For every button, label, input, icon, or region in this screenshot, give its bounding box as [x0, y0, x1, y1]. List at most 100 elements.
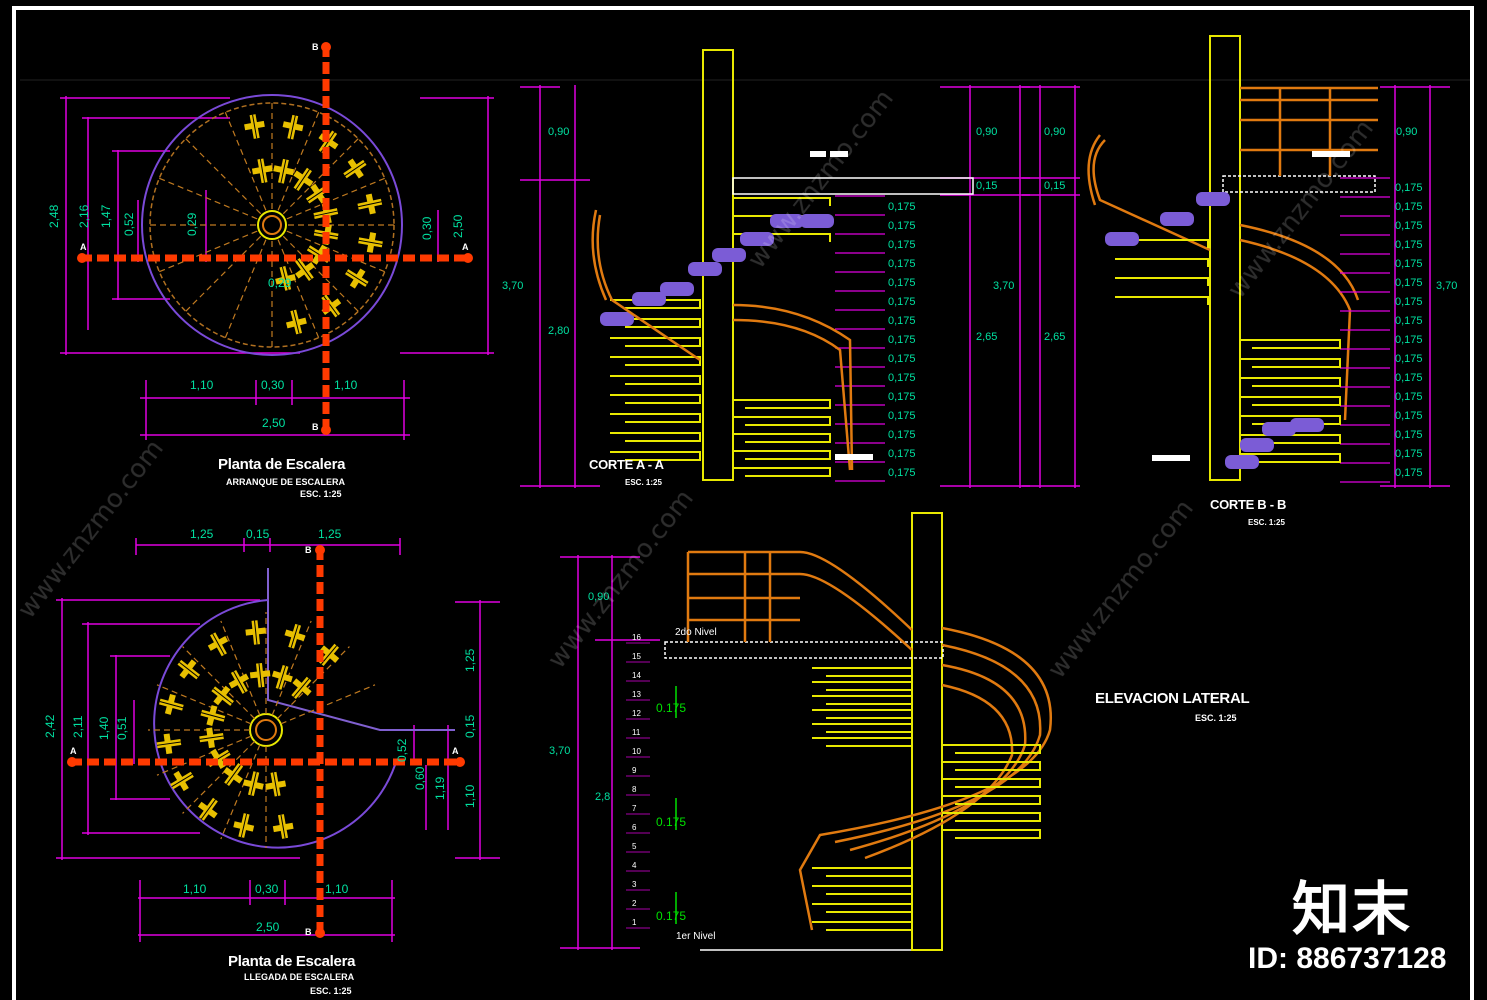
step-number: 4: [632, 861, 637, 870]
stair-spoke: [276, 646, 350, 720]
stair-spoke: [282, 235, 359, 312]
riser-dim: 0,175: [1395, 220, 1423, 232]
stair-step: [733, 467, 831, 477]
riser-dim: 0,175: [888, 410, 916, 422]
riser-label-2: 0.175: [656, 815, 686, 829]
axis-label-a-right: A: [462, 242, 469, 252]
stair-tread: [1105, 232, 1139, 246]
stair-spoke: [286, 177, 385, 220]
baluster-cross: [251, 158, 273, 184]
dim-1-10-r: 1,10: [463, 784, 477, 808]
baluster-cross: [358, 232, 383, 253]
axis-label-a-left: A: [80, 242, 87, 252]
plan-bottom-drawing: 1,25 0,15 1,25 2,42 2,11 1,40 0,51 0,52 …: [43, 527, 500, 942]
dim-bottom-0-30: 0,30: [261, 378, 285, 392]
watermark-text-1: www.znzmo.com: [542, 484, 700, 674]
dim-0-51: 0,51: [115, 716, 129, 740]
section-a-drawing: 0,90 2,80 3,70 0,90 0,15 3,70 2,65 0,175…: [502, 49, 1030, 488]
plan-top-drawing: 2,48 2,16 1,47 0,52 0,29 0,30 2,50 0,29 …: [47, 42, 494, 440]
dim-1-25-r: 1,25: [463, 648, 477, 672]
stair-step: [942, 744, 1041, 754]
dim-top-0-15: 0,15: [246, 527, 270, 541]
stair-step: [610, 413, 701, 423]
stair-step: [812, 737, 913, 747]
sb-dim-2-65: 2,65: [1044, 331, 1065, 343]
step-number: 10: [632, 747, 641, 756]
plan-bottom-scale: ESC. 1:25: [310, 986, 352, 996]
elevation-scale: ESC. 1:25: [1195, 713, 1237, 723]
stair-tread: [800, 214, 834, 228]
section-b-title: CORTE B - B: [1210, 497, 1287, 512]
stair-step: [942, 761, 1041, 771]
sa-dim-3-70: 3,70: [502, 280, 523, 292]
level-2do-nivel: 2do Nivel: [675, 627, 717, 638]
elevation-drawing: 2do Nivel 1er Nivel 0,90 3,70 2,8 161514…: [549, 512, 1053, 951]
sa-dim-r-3-70: 3,70: [993, 280, 1014, 292]
stair-tread: [1196, 192, 1230, 206]
stair-step: [733, 197, 831, 206]
step-number: 11: [632, 728, 641, 737]
logo-watermark: 知末: [1292, 875, 1413, 943]
dim-1-40: 1,40: [97, 716, 111, 740]
stair-tread: [688, 262, 722, 276]
step-number: 7: [632, 804, 637, 813]
riser-dim: 0,175: [888, 353, 916, 365]
step-number: 6: [632, 823, 637, 832]
watermark-text-3: www.znzmo.com: [1042, 494, 1200, 684]
riser-dim: 0,175: [888, 277, 916, 289]
riser-dim: 0,175: [1395, 334, 1423, 346]
dim-1-19-r: 1,19: [433, 776, 447, 800]
step-number: 12: [632, 709, 641, 718]
dim-0-29-center: 0,29: [268, 276, 292, 290]
dim-0-52: 0,52: [122, 212, 136, 236]
baluster-cross: [233, 813, 255, 838]
stair-spoke: [156, 684, 252, 725]
stair-tread: [1240, 438, 1274, 452]
stair-spoke: [277, 112, 320, 211]
dim-b-1-10-a: 1,10: [183, 882, 207, 896]
stair-step: [1240, 453, 1341, 463]
stair-step: [1240, 377, 1341, 387]
stair-tread: [1225, 455, 1259, 469]
riser-dim: 0,175: [888, 296, 916, 308]
baluster-cross: [228, 669, 250, 694]
dim-b-1-10-b: 1,10: [325, 882, 349, 896]
sb-dim-r-0-90: 0,90: [1396, 126, 1417, 138]
sa-dim-r-0-90: 0,90: [976, 126, 997, 138]
stair-step: [942, 829, 1041, 839]
stair-step: [1115, 296, 1209, 305]
stair-spoke: [185, 138, 262, 215]
stair-step: [812, 667, 913, 677]
baluster-cross: [211, 685, 234, 706]
plan-bottom-subtitle: LLEGADA DE ESCALERA: [244, 972, 355, 982]
baluster-cross: [200, 705, 226, 726]
stair-spoke: [159, 177, 258, 220]
riser-dim: 0,175: [1395, 429, 1423, 441]
stair-step: [812, 867, 913, 877]
section-b-drawing: 0,90 0,15 2,65 0,90 3,70 0,1750,1750,175…: [1022, 35, 1457, 488]
dim-b-0-30: 0,30: [255, 882, 279, 896]
step-number: 15: [632, 652, 641, 661]
section-b-scale: ESC. 1:25: [1248, 518, 1285, 527]
baluster-cross: [272, 814, 294, 839]
baluster-cross: [249, 663, 271, 688]
stair-step: [610, 394, 701, 404]
dim-bottom-1-10-b: 1,10: [334, 378, 358, 392]
riser-dim: 0,175: [1395, 258, 1423, 270]
stair-spoke: [182, 740, 256, 814]
sb-dim-r-3-70: 3,70: [1436, 280, 1457, 292]
stair-step: [942, 795, 1041, 805]
baluster-cross: [282, 114, 304, 140]
step-number: 13: [632, 690, 641, 699]
dim-0-29-v: 0,29: [185, 212, 199, 236]
baluster-cross: [223, 763, 244, 786]
stair-step: [1115, 277, 1209, 286]
dim-bottom-2-50: 2,50: [262, 416, 286, 430]
image-id: ID: 886737128: [1248, 942, 1447, 975]
sa-dim-2-80: 2,80: [548, 325, 569, 337]
stair-tread: [1290, 418, 1324, 432]
axis-label-b-bottom: B: [312, 422, 319, 432]
baluster-cross: [293, 167, 314, 192]
riser-dim: 0,175: [1395, 448, 1423, 460]
